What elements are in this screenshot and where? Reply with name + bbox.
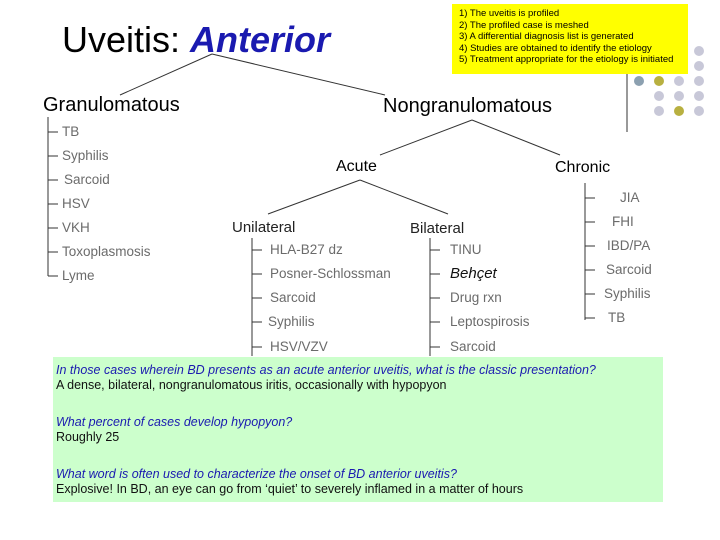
dot-icon [674,76,684,86]
dot-icon [654,106,664,116]
step-item: 3) A differential diagnosis list is gene… [459,31,634,43]
answer-text: A dense, bilateral, nongranulomatous iri… [56,378,447,392]
granulomatous-item: Sarcoid [64,172,110,187]
dot-icon [694,76,704,86]
dot-icon [674,91,684,101]
dot-icon [654,91,664,101]
question-text: What percent of cases develop hypopyon? [56,415,293,429]
unilateral-item: Syphilis [268,314,315,329]
bilateral-item: Sarcoid [450,339,496,354]
granulomatous-item: Lyme [62,268,95,283]
slide-title: Uveitis: Anterior [62,18,330,62]
granulomatous-item: Syphilis [62,148,109,163]
granulomatous-item: VKH [62,220,90,235]
chronic-item: TB [608,310,626,325]
bilateral-item: TINU [450,242,482,257]
granulomatous-item: HSV [62,196,90,211]
question-text: What word is often used to characterize … [56,467,457,481]
granulomatous-label: Granulomatous [43,94,180,116]
dot-icon [674,106,684,116]
chronic-item: Sarcoid [606,262,652,277]
unilateral-label: Unilateral [232,219,296,236]
chronic-item: JIA [620,190,640,205]
nongranulomatous-label: Nongranulomatous [383,95,552,117]
unilateral-item: Sarcoid [270,290,316,305]
qa-box: In those cases wherein BD presents as an… [53,357,663,502]
granulomatous-item: Toxoplasmosis [62,244,151,259]
answer-text: Explosive! In BD, an eye can go from ‘qu… [56,482,524,496]
question-text: In those cases wherein BD presents as an… [56,363,596,377]
unilateral-item: HSV/VZV [270,339,328,354]
step-item: 4) Studies are obtained to identify the … [459,42,652,54]
title-prefix: Uveitis: [62,19,191,60]
chronic-item: FHI [612,214,634,229]
step-item: 5) Treatment appropriate for the etiolog… [459,54,674,66]
answer-text: Roughly 25 [56,430,120,444]
bilateral-item: Drug rxn [450,290,502,305]
step-item: 1) The uveitis is profiled [459,8,560,19]
chronic-label: Chronic [555,159,611,176]
title-accent: Anterior [190,19,331,60]
step-item: 2) The profiled case is meshed [459,19,589,31]
dot-icon [694,61,704,71]
granulomatous-item: TB [62,124,80,139]
unilateral-item: HLA-B27 dz [270,242,343,257]
unilateral-item: Posner-Schlossman [270,266,391,281]
acute-label: Acute [336,158,377,175]
chronic-item: IBD/PA [607,238,651,253]
bilateral-item: Leptospirosis [450,314,530,329]
dot-icon [694,46,704,56]
bilateral-label: Bilateral [410,220,465,237]
chronic-item: Syphilis [604,286,651,301]
bilateral-item-behcet: Behçet [450,265,497,282]
dot-icon [694,91,704,101]
dot-icon [634,76,644,86]
steps-box: 1) The uveitis is profiled 2) The profil… [452,4,688,74]
dot-icon [654,76,664,86]
dot-icon [694,106,704,116]
